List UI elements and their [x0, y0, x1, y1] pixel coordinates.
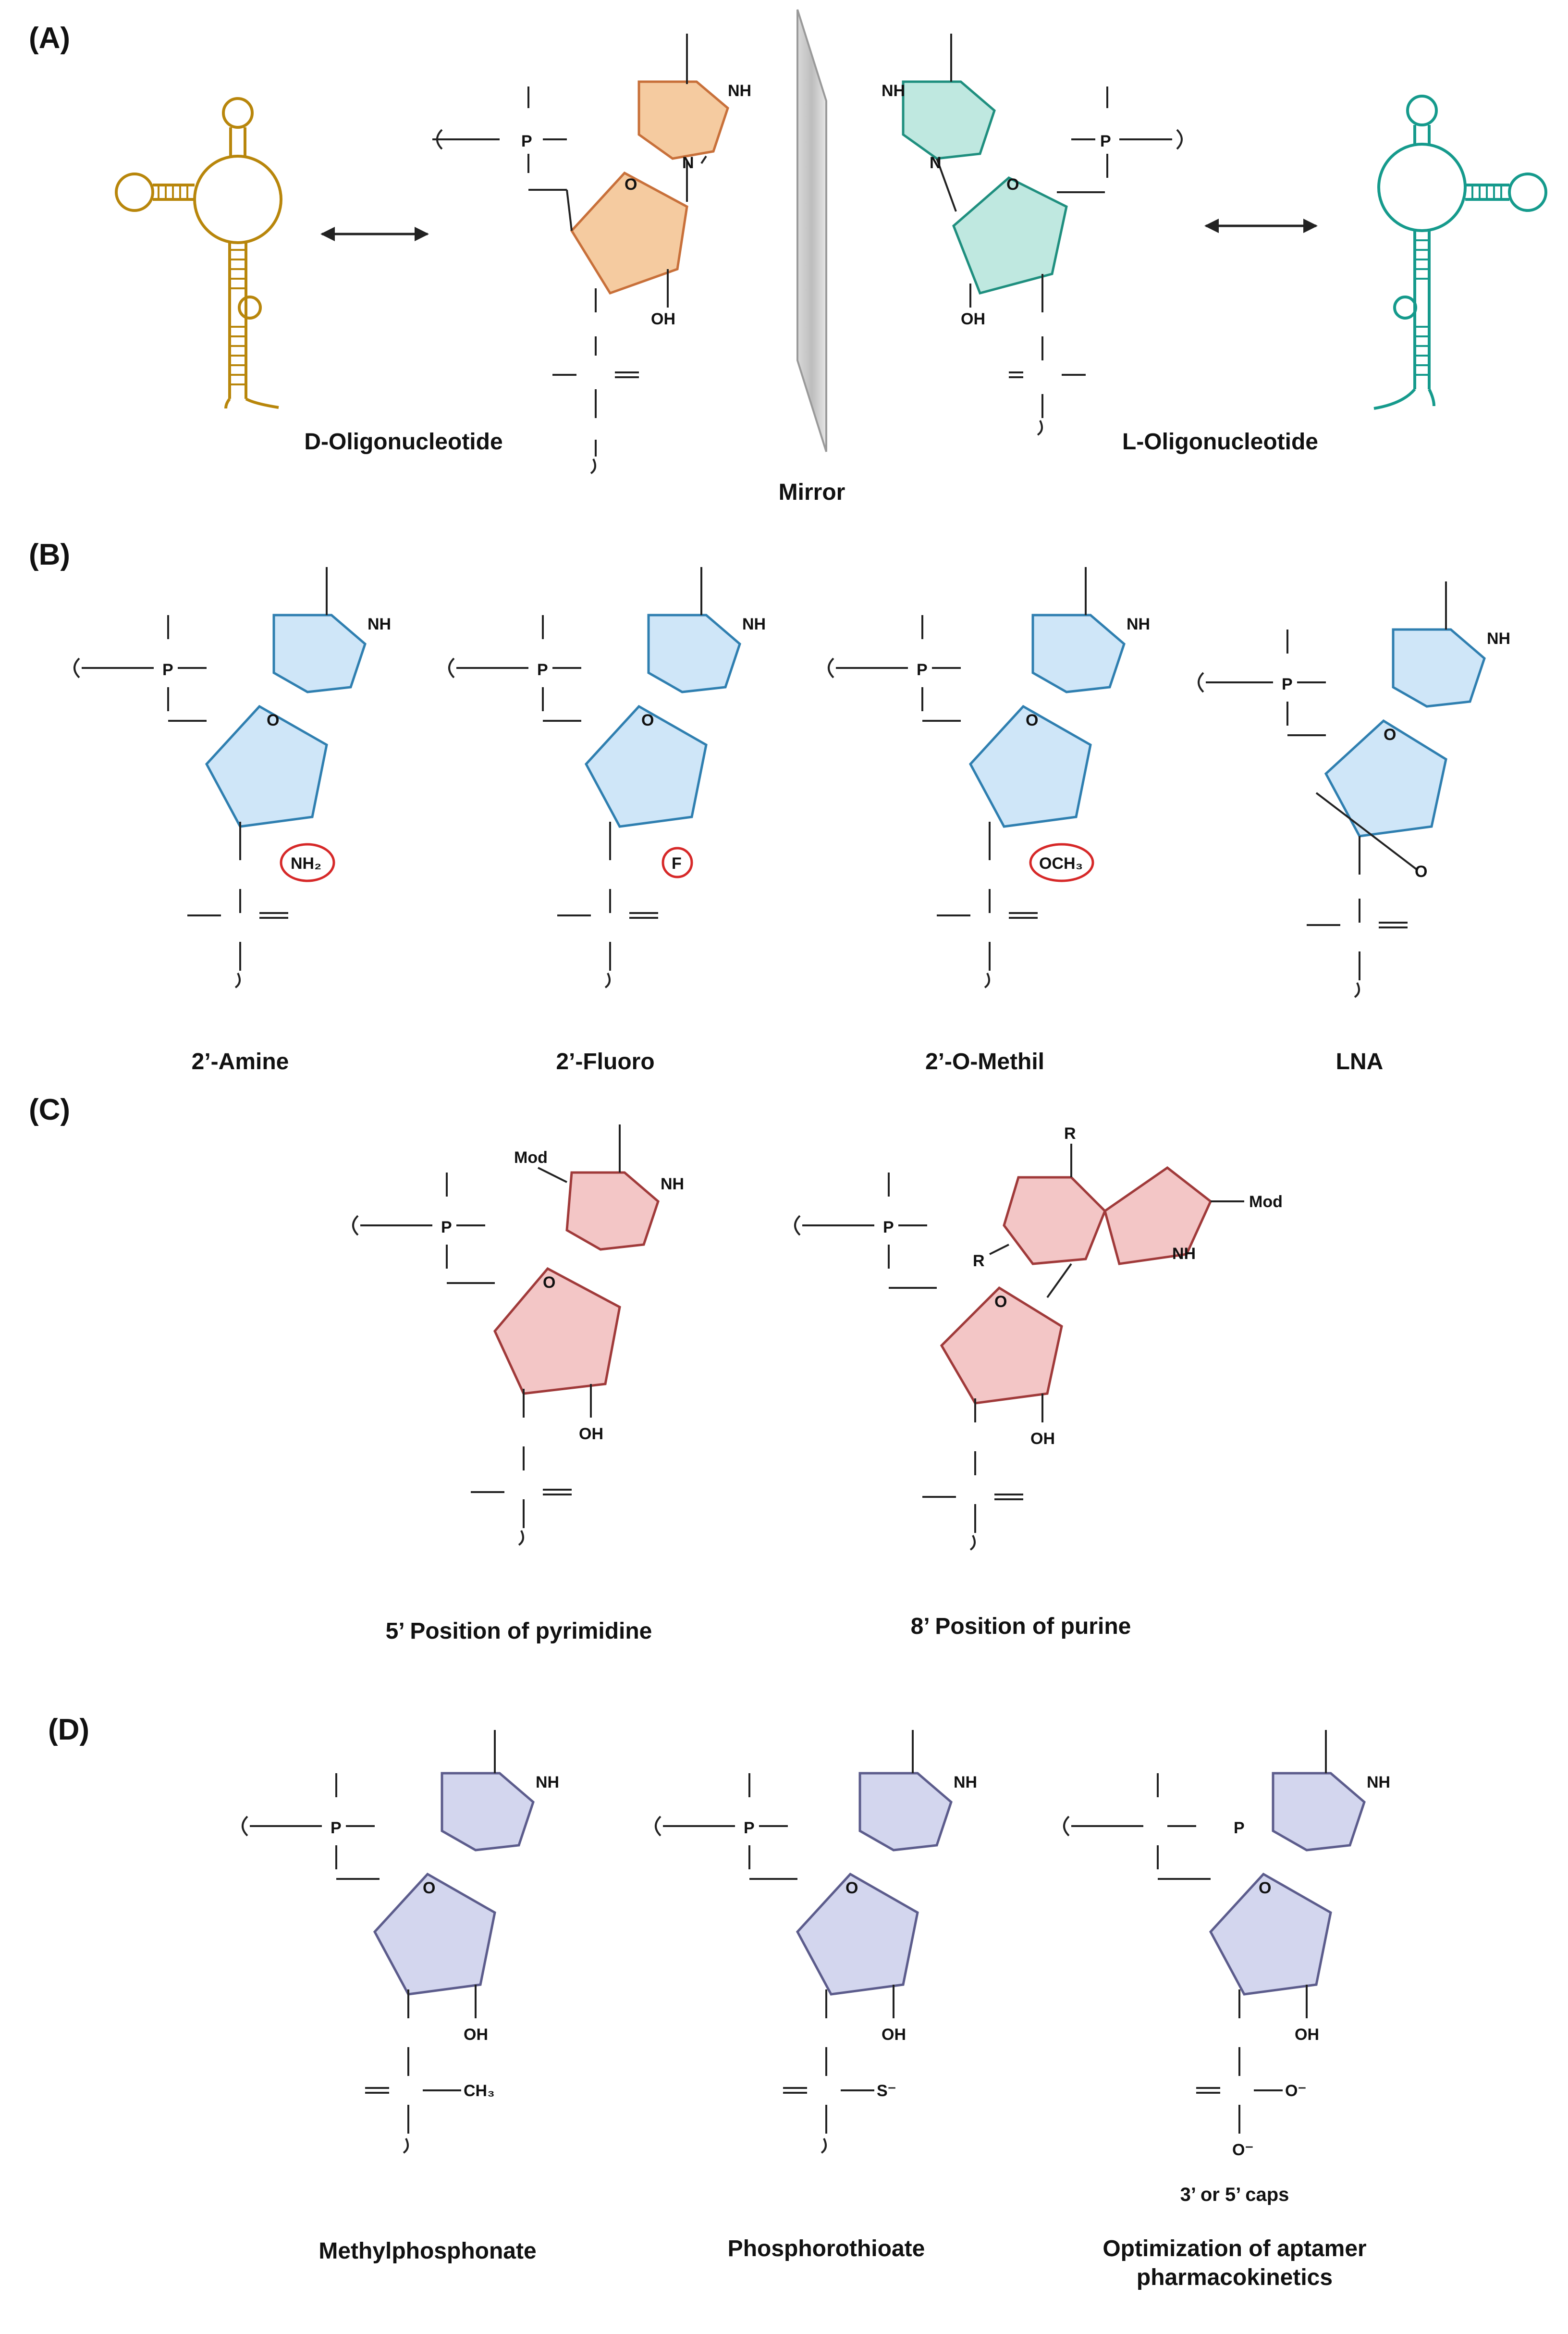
- fluoro-group-label: F: [672, 854, 682, 873]
- fluoro-o-atom: O: [641, 711, 654, 729]
- phosphorothioate-oh-atom: OH: [882, 2025, 906, 2044]
- fluoro-caption: 2’-Fluoro: [556, 1049, 654, 1074]
- purine-mod-label: Mod: [1249, 1193, 1283, 1211]
- fluoro-p-atom: P: [537, 661, 548, 679]
- l-oh-atom: OH: [961, 310, 985, 328]
- d-ribose-ring: [570, 171, 688, 295]
- d-oh-atom: OH: [651, 310, 675, 328]
- amine-caption: 2’-Amine: [192, 1049, 289, 1074]
- fluoro-nucleotide: F O P NH: [448, 567, 766, 988]
- pyrimidine-nucleotide: Mod O OH P NH: [352, 1124, 684, 1546]
- amine-nucleotide: NH₂ O P NH: [74, 567, 391, 988]
- pyrimidine-p-atom: P: [441, 1218, 452, 1236]
- methylphosphonate-caption: Methylphosphonate: [318, 2238, 536, 2264]
- l-o-atom: O: [1006, 175, 1019, 194]
- panel-c: (C) Mod: [29, 1093, 1283, 1644]
- caps-oh-atom: OH: [1295, 2025, 1319, 2044]
- methylphosphonate-p-atom: P: [331, 1819, 342, 1837]
- omethyl-p-atom: P: [917, 661, 928, 679]
- purine-oh-atom: OH: [1030, 1430, 1055, 1448]
- panel-d: (D) CH₃ O: [48, 1713, 1390, 2290]
- omethyl-nucleotide: OCH₃ O P NH: [828, 567, 1150, 988]
- caps-o-atom: O: [1259, 1879, 1271, 1897]
- phosphorothioate-caption: Phosphorothioate: [728, 2236, 925, 2261]
- amine-nh-atom: NH: [368, 615, 391, 633]
- l-aptamer-hairpin: [1373, 95, 1547, 410]
- panel-c-label: (C): [29, 1093, 70, 1126]
- methylphosphonate-oh-atom: OH: [464, 2025, 488, 2044]
- purine-nucleotide: R R Mod O OH P NH: [794, 1124, 1283, 1551]
- phosphorothioate-nh-atom: NH: [954, 1773, 977, 1791]
- lna-nh-atom: NH: [1487, 630, 1510, 648]
- d-o-atom: O: [625, 175, 637, 194]
- panel-b: (B) NH₂ O: [29, 538, 1510, 1074]
- panel-a: (A): [29, 9, 1547, 505]
- lna-bridge-o-atom: O: [1415, 863, 1427, 881]
- purine-p-atom: P: [883, 1218, 894, 1236]
- amine-o-atom: O: [267, 711, 279, 729]
- phosphorothioate-p-atom: P: [744, 1819, 755, 1837]
- phosphorothioate-s-label: S⁻: [877, 2082, 896, 2100]
- amine-p-atom: P: [162, 661, 173, 679]
- caps-o-minus-bottom: O⁻: [1232, 2141, 1253, 2159]
- lna-o-atom: O: [1384, 726, 1396, 744]
- methylphosphonate-nh-atom: NH: [536, 1773, 559, 1791]
- fluoro-nh-atom: NH: [742, 615, 766, 633]
- l-nucleotide: O OH P N NH: [882, 34, 1183, 436]
- amine-group-label: NH₂: [291, 854, 321, 873]
- lna-nucleotide: O O P NH: [1198, 581, 1510, 998]
- fluoro-highlight-circle: [662, 847, 693, 878]
- d-oligonucleotide-caption: D-Oligonucleotide: [304, 429, 502, 455]
- methylphosphonate-ch3-label: CH₃: [464, 2082, 495, 2100]
- panel-b-label: (B): [29, 538, 70, 571]
- omethyl-o-atom: O: [1026, 711, 1038, 729]
- lna-caption: LNA: [1336, 1049, 1384, 1074]
- phosphorothioate-nucleotide: S⁻ O OH P NH: [655, 1730, 977, 2154]
- caps-nh-atom: NH: [1367, 1773, 1390, 1791]
- caps-p-atom: P: [1234, 1819, 1245, 1837]
- mirror-caption: Mirror: [779, 480, 845, 505]
- d-p-atom: P: [521, 132, 532, 150]
- l-oligonucleotide-caption: L-Oligonucleotide: [1122, 429, 1318, 455]
- purine-r-left: R: [973, 1252, 985, 1270]
- pyrimidine-caption: 5’ Position of pyrimidine: [386, 1618, 652, 1644]
- methylphosphonate-o-atom: O: [423, 1879, 435, 1897]
- l-nh-atom: NH: [882, 82, 905, 100]
- omethyl-highlight-circle: [1029, 843, 1094, 882]
- d-nucleotide: O OH P N NH: [432, 34, 751, 474]
- caps-nucleotide: O OH P NH O⁻ O⁻: [1063, 1730, 1390, 2159]
- l-ribose-ring: [952, 176, 1068, 295]
- methylphosphonate-nucleotide: CH₃ O OH P NH: [242, 1730, 559, 2154]
- panel-a-label: (A): [29, 22, 70, 55]
- d-nh-atom: NH: [728, 82, 751, 100]
- purine-nh-atom: NH: [1172, 1245, 1196, 1263]
- d-uracil-ring: [637, 80, 729, 160]
- pyrimidine-mod-label: Mod: [514, 1148, 548, 1167]
- omethyl-caption: 2’-O-Methil: [925, 1049, 1044, 1074]
- purine-o-atom: O: [994, 1293, 1007, 1311]
- pyrimidine-o-atom: O: [543, 1273, 555, 1292]
- pharmacokinetics-caption-line2: pharmacokinetics: [1137, 2265, 1333, 2290]
- phosphorothioate-o-atom: O: [845, 1879, 858, 1897]
- l-n-atom: N: [930, 154, 942, 172]
- lna-p-atom: P: [1282, 675, 1293, 693]
- l-uracil-ring: [902, 80, 996, 160]
- purine-caption: 8’ Position of purine: [911, 1614, 1131, 1639]
- l-p-atom: P: [1100, 132, 1111, 150]
- pharmacokinetics-caption-line1: Optimization of aptamer: [1102, 2236, 1366, 2261]
- omethyl-nh-atom: NH: [1127, 615, 1150, 633]
- mirror-plane: [796, 9, 827, 452]
- amine-highlight-circle: [280, 843, 335, 882]
- pyrimidine-nh-atom: NH: [661, 1175, 684, 1193]
- omethyl-group-label: OCH₃: [1039, 854, 1083, 873]
- d-aptamer-hairpin: [115, 97, 282, 409]
- pyrimidine-oh-atom: OH: [579, 1425, 603, 1443]
- caps-note: 3’ or 5’ caps: [1180, 2184, 1289, 2205]
- purine-r-top: R: [1064, 1124, 1076, 1143]
- caps-o-minus-right: O⁻: [1285, 2082, 1306, 2100]
- panel-d-label: (D): [48, 1713, 89, 1746]
- d-n-atom: N: [682, 154, 694, 172]
